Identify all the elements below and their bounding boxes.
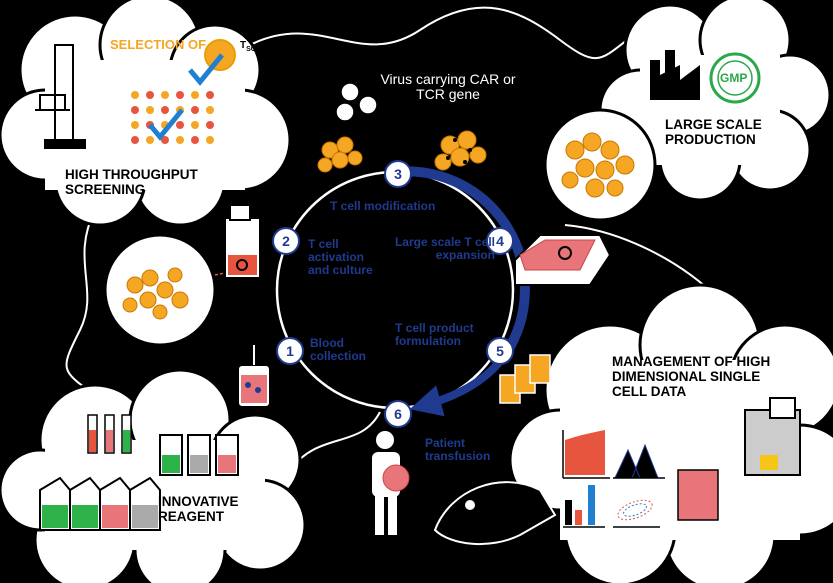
data-title: MANAGEMENT OF HIGH DIMENSIONAL SINGLE CE… — [612, 354, 771, 399]
step-3-label: T cell modification — [330, 199, 436, 213]
virus-particles — [335, 82, 378, 122]
instrument-icon — [677, 397, 801, 521]
step-4-number: 4 — [486, 227, 514, 255]
cloud-screening — [0, 0, 292, 227]
step-6-label: Patient transfusion — [425, 436, 491, 464]
screening-title: HIGH THROUGHPUT SCREENING — [65, 167, 198, 197]
checkmark-icon — [188, 53, 224, 86]
dot-array — [131, 91, 214, 144]
gmp-text: GMP — [720, 71, 748, 85]
tscm-label: TSCM — [240, 40, 262, 54]
step-6-number: 6 — [384, 400, 412, 428]
culture-flasks-icon — [39, 476, 161, 531]
test-tubes-icon — [87, 414, 132, 454]
checkmark-icon — [148, 108, 184, 141]
step-2-number: 2 — [272, 227, 300, 255]
microscope-icon — [35, 44, 86, 149]
virus-label: Virus carrying CAR or TCR gene — [380, 71, 516, 103]
bioreactor-icon — [514, 234, 612, 286]
patient-icon — [372, 431, 410, 535]
data-charts — [562, 430, 665, 528]
tscm-sub: SCM — [246, 46, 262, 53]
blood-bag-icon — [237, 345, 271, 408]
step-1-number: 1 — [276, 337, 304, 365]
product-bags-icon — [499, 354, 551, 404]
reagent-title: INNOVATIVE REAGENT — [158, 494, 239, 524]
step-1-label: Blood collection — [310, 336, 367, 364]
selection-label: SELECTION OF — [110, 37, 207, 52]
cell-cluster-after — [434, 130, 487, 171]
reagent-bottles-icon — [159, 434, 239, 476]
tscm-base: T — [240, 40, 247, 51]
step-5-label: T cell product formulation — [395, 321, 474, 349]
mouse-icon — [433, 481, 557, 546]
step-4-label: Large scale T cell expansion — [394, 235, 495, 263]
step-3-number: 3 — [384, 160, 412, 188]
gmp-badge — [709, 52, 761, 104]
cell-cluster-right — [561, 132, 635, 198]
step-2-label: T cell activation and culture — [308, 237, 373, 278]
step-5-number: 5 — [486, 337, 514, 365]
production-title: LARGE SCALE PRODUCTION — [665, 117, 762, 147]
cell-cluster-left — [122, 267, 189, 320]
factory-icon — [650, 50, 700, 100]
culture-bottle-icon — [224, 204, 261, 279]
cell-cluster-before — [317, 136, 363, 173]
